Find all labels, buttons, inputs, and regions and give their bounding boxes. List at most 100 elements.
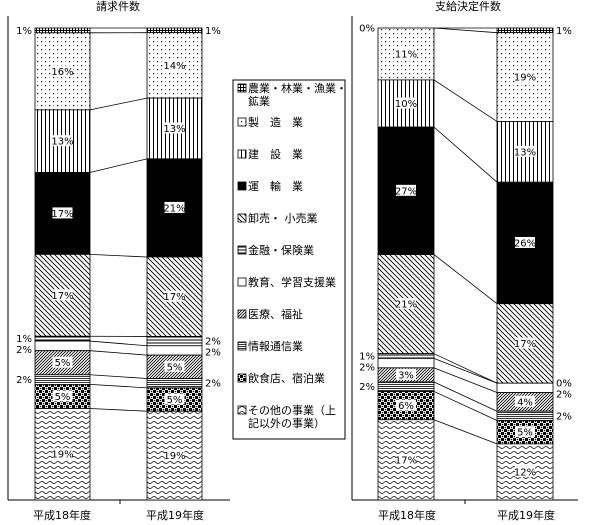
data-label-c1-cat0-s4: 21% xyxy=(395,300,417,311)
connector-c0-7 xyxy=(89,374,148,379)
legend-swatch-3 xyxy=(237,181,247,191)
legend-swatch-7 xyxy=(237,309,247,319)
bar-segment-c0-cat1-s0 xyxy=(146,27,203,34)
data-label-bg-c1-cat1-s7 xyxy=(515,395,535,407)
data-labels: 16%13%17%17%5%5%19%1%1%2%2%14%13%21%17%5… xyxy=(16,24,572,479)
data-label-c1-cat0-s10: 17% xyxy=(395,455,417,466)
data-label-bg-c0-cat1-s1 xyxy=(164,59,185,71)
legend-swatch-9 xyxy=(237,373,247,383)
data-label-c0-cat0-s3: 17% xyxy=(51,209,73,220)
legend-swatch-1 xyxy=(237,117,247,127)
data-label-c1-cat1-s1: 19% xyxy=(514,73,536,84)
left-x-tick-0: 平成18年度 xyxy=(33,508,91,522)
legend-item-2: 建 設 業 xyxy=(237,147,303,161)
legend-label-3: 運 輸 業 xyxy=(248,179,303,193)
data-label-bg-c0-cat1-s7 xyxy=(164,360,185,372)
legend-label-1: 製 造 業 xyxy=(248,115,303,129)
legend-swatch-0 xyxy=(237,83,247,93)
data-label-c0-cat1-s5: 2% xyxy=(205,337,221,348)
data-label-bg-c0-cat0-s7 xyxy=(52,356,73,368)
legend-label-5: 金融・保険業 xyxy=(248,243,314,257)
data-label-c0-cat0-s6: 2% xyxy=(16,345,32,356)
data-label-bg-c1-cat0-s3 xyxy=(396,184,416,196)
connector-c1-5 xyxy=(433,358,498,384)
legend-item-8: 情報通信業 xyxy=(237,340,303,353)
connector-c1-2 xyxy=(433,126,498,183)
connector-c1-4 xyxy=(433,353,498,384)
data-label-bg-c1-cat0-s10 xyxy=(396,453,416,465)
legend-item-5: 金融・保険業 xyxy=(237,243,314,257)
data-label-c0-cat0-s7: 5% xyxy=(55,358,71,369)
bar-segment-c0-cat1-s8 xyxy=(146,378,203,389)
connector-c1-6 xyxy=(433,367,498,393)
legend-swatch-8 xyxy=(237,341,247,351)
data-label-c0-cat1-s9: 5% xyxy=(167,395,183,406)
data-label-c1-cat1-s5: 0% xyxy=(556,379,572,390)
legend-item-6: 教育、学習支援業 xyxy=(237,275,336,289)
legend-label-10: その他の事業（上 xyxy=(248,404,336,417)
data-label-bg-c1-cat0-s9 xyxy=(396,399,416,411)
legend-box xyxy=(232,79,346,440)
bar-segment-c1-cat1-s8 xyxy=(496,410,554,421)
data-label-bg-c1-cat0-s2 xyxy=(396,97,416,109)
connector-c1-0 xyxy=(433,27,498,34)
bar-segment-c1-cat0-s8 xyxy=(377,381,435,392)
data-label-c1-cat0-s8: 2% xyxy=(359,382,375,393)
legend-item-3: 運 輸 業 xyxy=(237,179,303,193)
bar-segment-c0-cat0-s8 xyxy=(34,374,91,385)
data-label-c0-cat0-s4: 17% xyxy=(51,291,73,302)
legend-item-9: 飲食店、宿泊業 xyxy=(237,371,325,385)
left-x-tick-1: 平成19年度 xyxy=(146,508,204,522)
connector-c1-8 xyxy=(433,391,498,421)
bar-segment-c0-cat0-s5 xyxy=(34,335,91,342)
legend-item-7: 医療、福祉 xyxy=(237,307,303,321)
legend-swatch-10 xyxy=(237,405,247,415)
data-label-c0-cat1-s10: 19% xyxy=(163,451,185,462)
legend-label-9: 飲食店、宿泊業 xyxy=(248,371,325,385)
data-label-bg-c1-cat1-s3 xyxy=(515,236,535,248)
data-label-c1-cat1-s8: 2% xyxy=(556,411,572,422)
connector-c0-9 xyxy=(89,408,148,412)
connector-c1-9 xyxy=(433,419,498,445)
series-connector-lines xyxy=(89,27,498,445)
legend-item-1: 製 造 業 xyxy=(237,115,303,129)
data-label-c1-cat0-s7: 3% xyxy=(398,370,414,381)
connector-c1-1 xyxy=(433,79,498,122)
data-label-c0-cat1-s3: 21% xyxy=(163,203,185,214)
legend-swatch-4 xyxy=(237,213,247,223)
legend-label-4: 卸売・ 小売業 xyxy=(248,211,318,225)
bar-segment-c1-cat1-s6 xyxy=(496,382,554,393)
data-label-c1-cat1-s6: 2% xyxy=(556,390,572,401)
data-label-bg-c1-cat1-s1 xyxy=(515,71,535,83)
data-label-bg-c1-cat0-s4 xyxy=(396,298,416,310)
connector-c0-2 xyxy=(89,158,148,173)
data-label-c0-cat1-s8: 2% xyxy=(205,379,221,390)
data-label-bg-c0-cat1-s4 xyxy=(164,290,185,302)
legend-swatch-2 xyxy=(237,149,247,159)
data-label-bg-c0-cat1-s2 xyxy=(164,122,185,134)
data-label-c0-cat0-s10: 19% xyxy=(51,450,73,461)
data-label-bg-c1-cat0-s1 xyxy=(396,47,416,59)
data-label-c1-cat0-s3: 27% xyxy=(395,186,417,197)
legend-label-6: 教育、学習支援業 xyxy=(248,275,336,289)
connector-c1-7 xyxy=(433,381,498,412)
connector-c0-6 xyxy=(89,350,148,356)
data-label-c1-cat1-s0: 1% xyxy=(556,26,572,37)
data-label-bg-c0-cat1-s10 xyxy=(164,449,185,461)
data-label-bg-c0-cat1-s3 xyxy=(164,201,185,213)
data-label-c0-cat0-s9: 5% xyxy=(55,392,71,403)
legend-swatch-6 xyxy=(237,277,247,287)
connector-c0-3 xyxy=(89,253,148,258)
bar-segment-c1-cat0-s6 xyxy=(377,357,435,369)
connector-c0-1 xyxy=(89,97,148,111)
data-label-c0-cat1-s7: 5% xyxy=(167,362,183,373)
right-panel-title: 支給決定件数 xyxy=(435,0,501,13)
legend-label-2: 建 設 業 xyxy=(248,147,303,161)
data-label-c0-cat1-s2: 13% xyxy=(163,124,185,135)
data-label-bg-c0-cat1-s9 xyxy=(164,393,185,405)
data-label-c1-cat1-s3: 26% xyxy=(514,238,536,249)
bar-segment-c0-cat1-s6 xyxy=(146,345,203,356)
data-label-bg-c0-cat0-s9 xyxy=(52,390,73,402)
data-label-bg-c0-cat0-s3 xyxy=(52,207,73,219)
